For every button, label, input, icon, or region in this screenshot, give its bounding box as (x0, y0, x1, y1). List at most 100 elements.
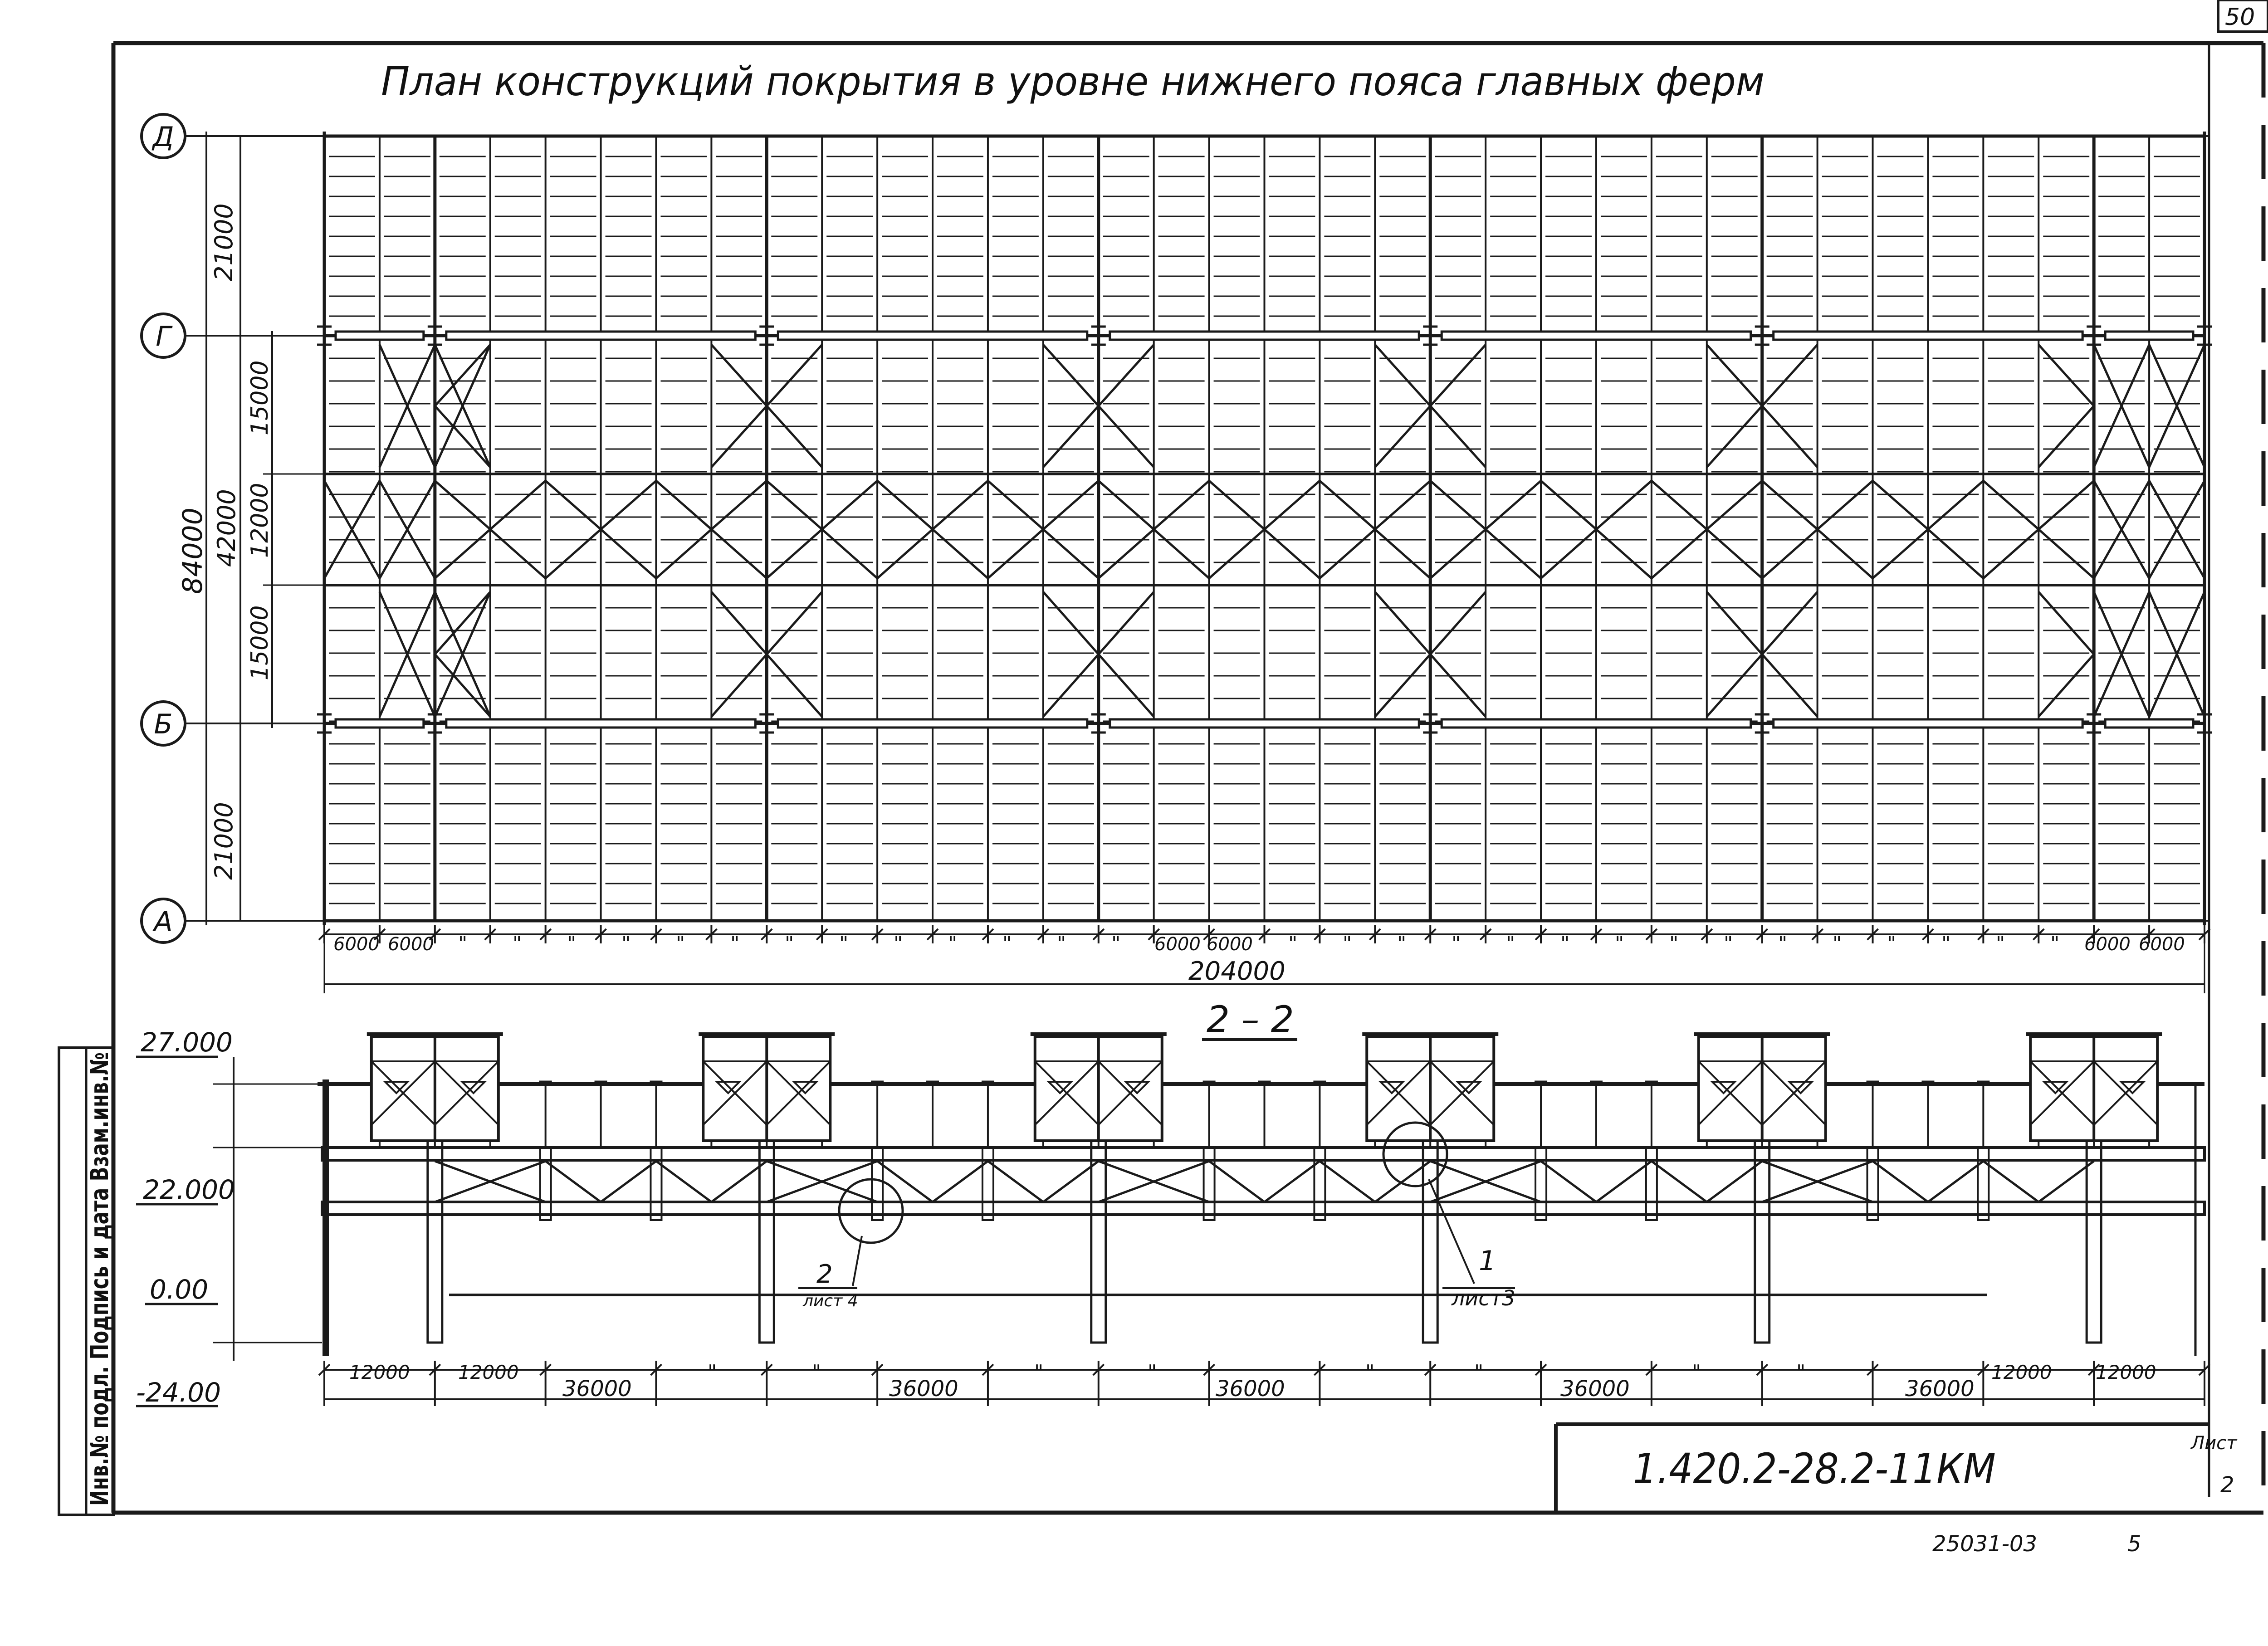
ditto-mark: " (1057, 932, 1066, 955)
brace-line (821, 480, 878, 530)
dimension-tick (1092, 1363, 1105, 1376)
diagonal (2038, 1160, 2095, 1203)
skylight-triangle (2042, 1081, 2146, 1094)
ditto-mark: " (1452, 932, 1461, 955)
dimension-tick (760, 928, 773, 941)
sheet-frame (111, 0, 2268, 1515)
diagonal (1208, 1160, 1265, 1203)
dimension-tick (429, 928, 441, 941)
plan-main-beams (317, 325, 2212, 734)
brace-line (434, 653, 491, 718)
brace-line (1208, 480, 1266, 530)
dimension-tick (1701, 928, 1713, 941)
brace-line (1982, 480, 2039, 530)
skylight-brace (702, 1060, 767, 1126)
brace-line (434, 405, 491, 468)
dimension-tick (1590, 928, 1603, 941)
main-beam (1440, 330, 1752, 341)
ditto-mark: " (1343, 932, 1352, 955)
main-beam (2104, 718, 2195, 729)
ditto-mark: " (1111, 932, 1120, 955)
brace-line (1042, 405, 1100, 468)
brace-line (1595, 528, 1652, 579)
diagonal (1651, 1160, 1708, 1203)
dimension-tick (2198, 928, 2211, 941)
main-beam (334, 718, 425, 729)
brace-line (821, 528, 878, 579)
brace-line (600, 528, 657, 579)
dimension-tick (539, 928, 552, 941)
brace-line (434, 591, 491, 655)
corner-mark: 5 (2127, 1531, 2141, 1557)
skylight-brace (1034, 1060, 1100, 1126)
ditto-mark: " (1474, 1361, 1483, 1384)
ditto-mark: " (948, 932, 957, 955)
brace-line (2038, 591, 2095, 655)
truss-post (1977, 1147, 1990, 1221)
dimension-tick (1922, 928, 1934, 941)
truss-post (871, 1147, 884, 1221)
brace-line (1042, 344, 1100, 407)
callout-2-sheet: лист 4 (802, 1292, 858, 1310)
main-beam (1772, 718, 2084, 729)
ditto-mark: " (812, 1361, 821, 1384)
dimension-tick (1867, 1363, 1879, 1376)
dimension-tick (871, 928, 884, 941)
brace-line (1540, 528, 1597, 579)
dimension-tick (1535, 1363, 1547, 1376)
main-beam (445, 330, 757, 341)
dimension-tick (1977, 928, 1989, 941)
section-skylights (367, 1032, 2162, 1142)
brace-line (1429, 653, 1487, 718)
brace-line (1097, 344, 1155, 407)
axis-label-A: А (152, 906, 172, 938)
bay-label-left-2: 6000 (388, 934, 434, 955)
main-beam (1772, 330, 2084, 341)
skylight-brace (434, 1060, 499, 1126)
dim-15000-b: 15000 (246, 606, 274, 680)
dimension-tick (1811, 928, 1824, 941)
bay-label-left-1: 6000 (333, 934, 380, 955)
detail-callout-1 (1382, 1121, 1515, 1289)
brace-line (1429, 591, 1487, 655)
truss-post (1202, 1147, 1216, 1221)
brace-line (434, 344, 491, 407)
dimension-tick (1645, 1363, 1658, 1376)
detail-callout-2 (798, 1178, 904, 1289)
ditto-mark: " (676, 932, 685, 955)
skylight-triangle (1378, 1081, 1483, 1094)
ditto-mark: " (785, 932, 794, 955)
dimension-tick (871, 1363, 884, 1376)
dimension-tick (2087, 928, 2100, 941)
ditto-mark: " (567, 932, 576, 955)
dimension-tick (816, 928, 828, 941)
skylight-triangle (382, 1081, 487, 1094)
section-dimension-ticks (318, 1361, 2211, 1406)
brace-line (544, 480, 602, 530)
dimension-tick (1037, 928, 1050, 941)
brace-line (378, 480, 436, 579)
ditto-mark: " (1002, 932, 1012, 955)
brace-line (378, 344, 436, 468)
diagonal (545, 1160, 602, 1203)
brace-line (1098, 528, 1155, 579)
brace-line (1540, 480, 1597, 530)
skylight-brace (1366, 1060, 1431, 1126)
ditto-mark: " (1148, 1361, 1157, 1384)
skylight-brace (766, 1060, 831, 1126)
diagonal (766, 1160, 878, 1203)
dimension-tick (1756, 928, 1769, 941)
ditto-mark: " (839, 932, 848, 955)
brace-line (710, 344, 768, 407)
ditto-mark: " (894, 932, 903, 955)
brace-line (434, 480, 491, 530)
brace-line (1374, 653, 1432, 718)
truss-post (1866, 1147, 1879, 1221)
elevation-27000: 27.000 (141, 1027, 233, 1058)
plan-bay-ticks (318, 925, 2211, 943)
main-beam (777, 330, 1089, 341)
brace-line (1595, 480, 1652, 530)
page-number: 50 (2225, 4, 2255, 31)
dimension-tick (373, 928, 386, 941)
dimension-tick (1258, 928, 1271, 941)
